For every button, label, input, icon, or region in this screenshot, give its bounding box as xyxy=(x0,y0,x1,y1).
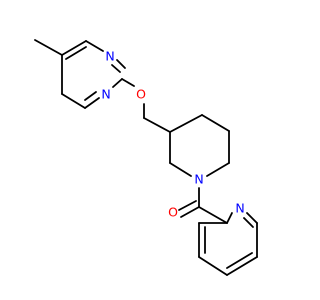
bond-pyridine-n-c6 xyxy=(246,212,258,224)
atom-n-pyrimidine-top: N xyxy=(105,49,114,64)
bond-pyrimidine-c4-n3 xyxy=(85,40,104,52)
atom-n-pyridine: N xyxy=(235,201,244,216)
bond-pyridine-c5-c4-double xyxy=(226,252,253,269)
bond-pyrimidine-c6-c5 xyxy=(61,93,86,109)
atom-o-carbonyl: O xyxy=(168,205,178,220)
bond-carbonyl-pyridine xyxy=(198,206,228,224)
bond-methyl xyxy=(34,39,63,56)
bond-pyridine-c2-n xyxy=(226,212,233,224)
bond-ch2-c3 xyxy=(143,117,171,133)
bond-pyrimidine-c5-c4 xyxy=(61,40,87,56)
bond-piperidine-n-c2 xyxy=(169,162,192,177)
atom-o-ether: O xyxy=(136,87,146,102)
bond-piperidine-c4-c5 xyxy=(201,114,230,132)
atom-n-pyrimidine-bottom: N xyxy=(101,87,110,102)
bond-pyrimidine-n3-c2 xyxy=(116,59,126,69)
bond-carbonyl-o-double xyxy=(178,200,197,211)
bond-pyrimidine-n3-c2-double xyxy=(111,64,121,73)
atom-label-layer: N N O N O N xyxy=(101,49,244,220)
bond-pyridine-n-c6-double xyxy=(243,217,254,228)
bond-c2-o xyxy=(121,78,135,87)
bond-carbonyl-o xyxy=(180,206,200,218)
bond-pyrimidine-c2-n1 xyxy=(112,78,123,88)
bond-pyridine-c4-c3 xyxy=(198,256,228,276)
bond-pyrimidine-c5-c4-double xyxy=(65,46,87,60)
bond-piperidine-c6-n xyxy=(206,162,230,177)
bond-piperidine-c3-c4 xyxy=(169,114,203,133)
molecule-diagram: N N O N O N xyxy=(34,39,258,276)
bond-pyridine-c5-c4 xyxy=(226,256,258,276)
atom-n-piperidine: N xyxy=(194,172,203,187)
bond-pyrimidine-n1-c6 xyxy=(84,97,100,109)
bond-layer xyxy=(34,39,258,276)
bond-pyrimidine-n1-c6-double xyxy=(84,91,97,101)
